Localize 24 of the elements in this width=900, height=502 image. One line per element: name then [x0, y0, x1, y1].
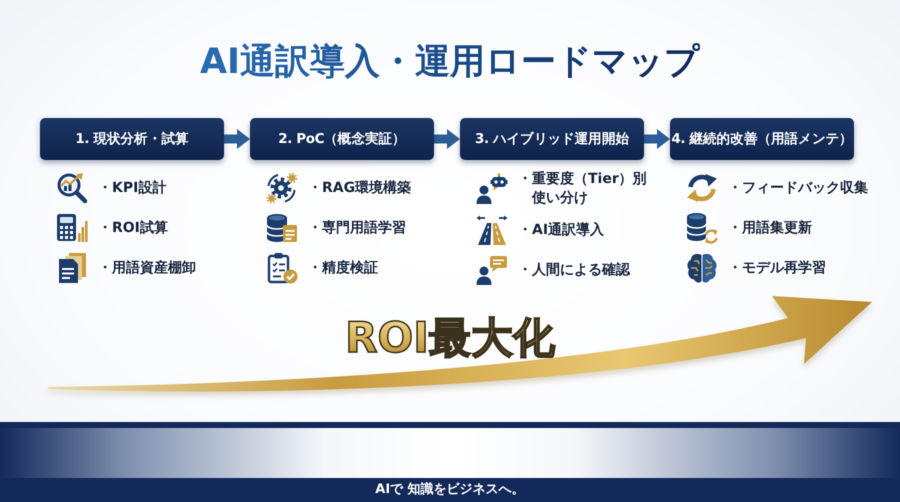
arrow — [644, 129, 670, 149]
phase-box — [460, 118, 644, 160]
phase-box — [250, 118, 434, 160]
list-item: ・重要度（Tier）別使い分け — [518, 170, 648, 208]
list-item: ・フィードバック収集 — [728, 178, 868, 198]
phase-title: 1. 現状分析・試算 — [75, 130, 189, 148]
list-item: ・ROI試算 — [98, 218, 168, 238]
list-item: ・精度検証 — [308, 258, 378, 278]
phase-box — [40, 118, 224, 160]
arrow — [224, 129, 250, 149]
phase-title: 2. PoC（概念実証） — [278, 130, 406, 148]
phase-title: 4. 継続的改善（用語メンテ） — [671, 130, 853, 148]
list-item: ・モデル再学習 — [728, 258, 826, 278]
phase-box — [670, 118, 854, 160]
tagline: AIで 知識をビジネスへ。 — [375, 480, 525, 499]
arrow — [434, 129, 460, 149]
list-item: ・KPI設計 — [98, 178, 166, 198]
phase-title: 3. ハイブリッド運用開始 — [474, 130, 630, 148]
list-item: ・AI通訳導入 — [518, 220, 604, 240]
list-item: ・人間による確認 — [518, 260, 630, 280]
list-item: ・用語資産棚卸 — [98, 258, 196, 278]
list-item: ・専門用語学習 — [308, 218, 406, 238]
list-item: ・用語集更新 — [728, 218, 812, 238]
list-item: ・RAG環境構築 — [308, 178, 412, 198]
